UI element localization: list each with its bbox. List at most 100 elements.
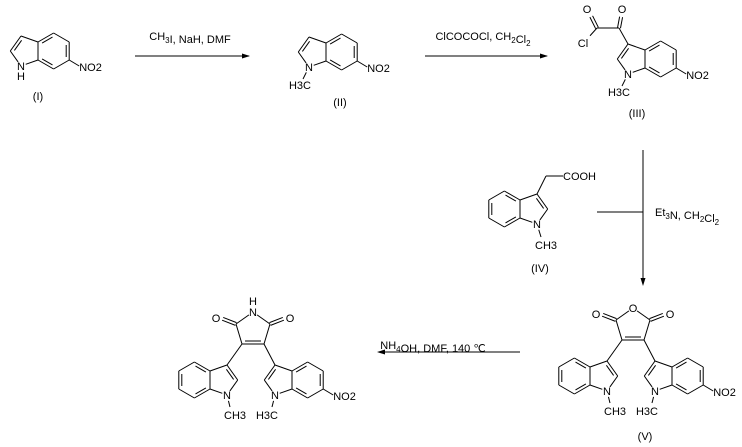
compound-v-right-indole-benzene-bond (687, 384, 704, 395)
compound-iii-nitrogen: N (624, 69, 632, 81)
compound-v-carbonyl-bond (649, 312, 663, 320)
compound-v-left-indole-benzene-double-bond (575, 383, 587, 391)
compound-v-right-indole-benzene-bond (671, 384, 688, 395)
compound-v-left-indole-benzene-bond (558, 384, 575, 395)
compound-i-pyrrole-bond (20, 35, 39, 43)
compound-iii-methyl: H3C (608, 87, 630, 99)
compound-iii-label: (III) (629, 108, 646, 120)
compound-iii-pyrrole-bond (616, 58, 626, 71)
compound-iii-pyrrole-bond (616, 43, 629, 60)
compound-iii-acyl-bond (618, 27, 629, 45)
product-left-indole-benzene-bond (194, 388, 211, 399)
compound-i-hydrogen: H (17, 71, 25, 83)
product-right-indole-pyrrole-bond (263, 364, 276, 381)
arrow-step4-head (377, 349, 385, 355)
compound-iv-carboxylic-acid: COOH (563, 171, 596, 183)
compound-iv-nitrogen: N (533, 219, 541, 231)
compound-iv-benzene-bond (488, 190, 505, 201)
compound-iii-pyrrole-bond (632, 67, 646, 73)
compound-iii-pyrrole-double-bond (620, 48, 630, 59)
product-carbonyl-bond (223, 316, 237, 324)
compound-iv-pyrrole-double-bond (535, 198, 545, 209)
compound-v-right-indole-pyrrole-bond (643, 360, 656, 377)
compound-i-benzene-double-bond (41, 58, 53, 66)
product-imide-hydrogen: H (249, 296, 257, 308)
product-right-methyl: H3C (256, 410, 278, 422)
product-carbonyl-bond (270, 319, 285, 326)
product-right-indole-pyrrole-bond (263, 379, 273, 392)
product-right-indole-benzene-bond (307, 361, 324, 372)
compound-v-ring-bond (636, 310, 651, 321)
reagent-step3: Et3N, CH2Cl2 (655, 207, 720, 227)
compound-iv-ch2-bond (536, 175, 547, 195)
product-right-indole-pyrrole-bond (279, 388, 293, 394)
compound-ii-pyrrole-bond (297, 51, 307, 64)
compound-v-right-indole-pyrrole-bond (654, 360, 673, 368)
compound-v-right-indole-pyrrole-bond (643, 375, 653, 388)
product-left-indole-pyrrole-bond (209, 388, 223, 394)
compound-ii-benzene-double-bond (329, 37, 341, 45)
compound-iii-nitro-bond (675, 67, 687, 75)
product-carbonyl-bond (221, 319, 236, 326)
compound-iv-benzene-bond (488, 217, 505, 228)
compound-iv-pyrrole-bond (536, 193, 549, 210)
compound-ii-pyrrole-double-bond (301, 41, 311, 52)
compound-iii-nitro-group: NO2 (686, 70, 709, 82)
product-indolyl-bond (226, 343, 243, 366)
product-right-indole-benzene-bond (291, 361, 308, 372)
compound-v-ring-bond (615, 319, 623, 341)
compound-v-right-indole-nitrogen: N (651, 386, 659, 398)
compound-ii-nitro-bond (356, 60, 368, 68)
compound-v-left-indole-pyrrole-bond (589, 360, 608, 368)
compound-ii-benzene-bond (341, 60, 358, 71)
compound-iii-carbonyl-bond (589, 16, 597, 29)
reagent-step4: NH4OH, DMF, 140 ℃ (380, 340, 485, 355)
product-ring-bond (256, 314, 271, 325)
compound-v-ring-oxygen: O (629, 303, 638, 315)
product-left-methyl: CH3 (224, 410, 246, 422)
product-right-indole-nitrogen: N (271, 390, 279, 402)
product-left-indole-pyrrole-bond (229, 379, 239, 392)
compound-iii-benzene-double-bond (648, 66, 660, 74)
compound-v-carbonyl-bond (603, 312, 617, 320)
compound-iii-benzene-bond (660, 40, 677, 51)
compound-iii-benzene-bond (660, 67, 677, 78)
compound-i-pyrrole-bond (9, 50, 19, 63)
compound-i-label: (I) (33, 91, 43, 103)
compound-i-benzene-double-bond (41, 36, 53, 44)
compound-v-ring-bond (643, 319, 651, 341)
compound-v-nitro-group: NO2 (713, 387, 736, 399)
compound-ii-nitro-group: NO2 (367, 63, 390, 75)
compound-v-right-indole-benzene-double-bond (675, 361, 687, 369)
compound-v-carbonyl-bond (650, 315, 665, 322)
compound-ii-label: (II) (333, 97, 346, 109)
product-left-indole-benzene-double-bond (195, 387, 207, 395)
product-carbonyl-bond (269, 316, 283, 324)
compound-i-benzene-bond (37, 59, 54, 70)
compound-v-methyl-bond (607, 396, 611, 404)
compound-iii-benzene-bond (644, 67, 661, 78)
compound-v-carbonyl-oxygen: O (592, 309, 601, 321)
compound-i-benzene-bond (37, 32, 54, 43)
compound-v-methyl-bond (651, 396, 655, 404)
compound-i-nitro-group: NO2 (79, 62, 102, 74)
compound-v-left-indole-pyrrole-bond (589, 384, 603, 390)
compound-v-left-indole-pyrrole-bond (609, 375, 619, 388)
product-nitro-bond (322, 388, 334, 396)
compound-i-pyrrole-bond (9, 35, 22, 52)
product-right-indole-benzene-double-bond (295, 365, 307, 373)
compound-i-nitrogen: N (17, 61, 25, 73)
product-right-indole-benzene-bond (307, 388, 324, 399)
compound-v-left-indole-nitrogen: N (603, 386, 611, 398)
product-carbonyl-oxygen: O (212, 313, 221, 325)
compound-v-nitro-bond (702, 384, 714, 392)
compound-i-nitro-bond (68, 59, 80, 67)
compound-iii-oxygen: O (618, 4, 627, 16)
compound-ii-benzene-bond (325, 33, 342, 44)
product-right-indole-benzene-bond (291, 388, 308, 399)
product-ring-bond (235, 323, 243, 345)
product-ring-bond (235, 314, 250, 325)
compound-iv-pyrrole-bond (519, 193, 538, 201)
compound-ii-methyl: H3C (289, 80, 311, 92)
compound-iii-carbonyl-bond (617, 16, 621, 28)
